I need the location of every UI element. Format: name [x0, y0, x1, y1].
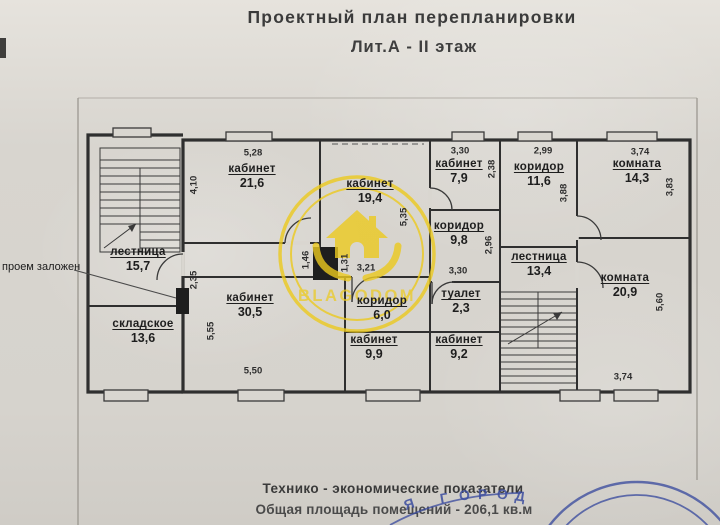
dim-label-0: 5,28 [243, 147, 263, 159]
footer-total-area: Общая площадь помещений - 206,1 кв.м [255, 502, 533, 517]
dim-label-10: 3,30 [448, 265, 468, 277]
dim-label-7: 3,74 [630, 146, 650, 158]
house-chimney-icon [369, 216, 376, 230]
door-openings [181, 188, 579, 288]
house-icon [326, 210, 388, 258]
dim-label-3: 3,30 [450, 145, 470, 157]
watermark-text: BLAGODOM [298, 287, 416, 305]
stairs-left [99, 147, 181, 253]
footer-heading: Технико - экономические показатели [262, 481, 524, 496]
dim-label-18: 3,74 [613, 371, 633, 383]
hand-right-icon [362, 242, 402, 282]
watermark-logo: BLAGODOM [278, 175, 436, 333]
stairs-right [501, 291, 576, 384]
dim-label-5: 2,99 [533, 145, 553, 157]
page-subtitle: Лит.А - II этаж [350, 38, 478, 56]
scan-frame-lines [0, 38, 698, 525]
door-arcs [156, 187, 604, 305]
hand-left-icon [312, 242, 352, 282]
annotation-proem-zalozhen: проем заложен [2, 261, 81, 273]
windows [103, 127, 659, 402]
dim-label-16: 5,50 [243, 365, 263, 377]
stamp-letter: О [458, 486, 471, 504]
stamp-letter: О [496, 485, 509, 503]
dim-label-14: 3,21 [356, 262, 376, 274]
page-title: Проектный план перепланировки [247, 7, 577, 27]
blocked-opening-fill [176, 288, 189, 314]
annotation-leader-line [73, 269, 177, 299]
stamp-letter: Р [477, 485, 488, 503]
